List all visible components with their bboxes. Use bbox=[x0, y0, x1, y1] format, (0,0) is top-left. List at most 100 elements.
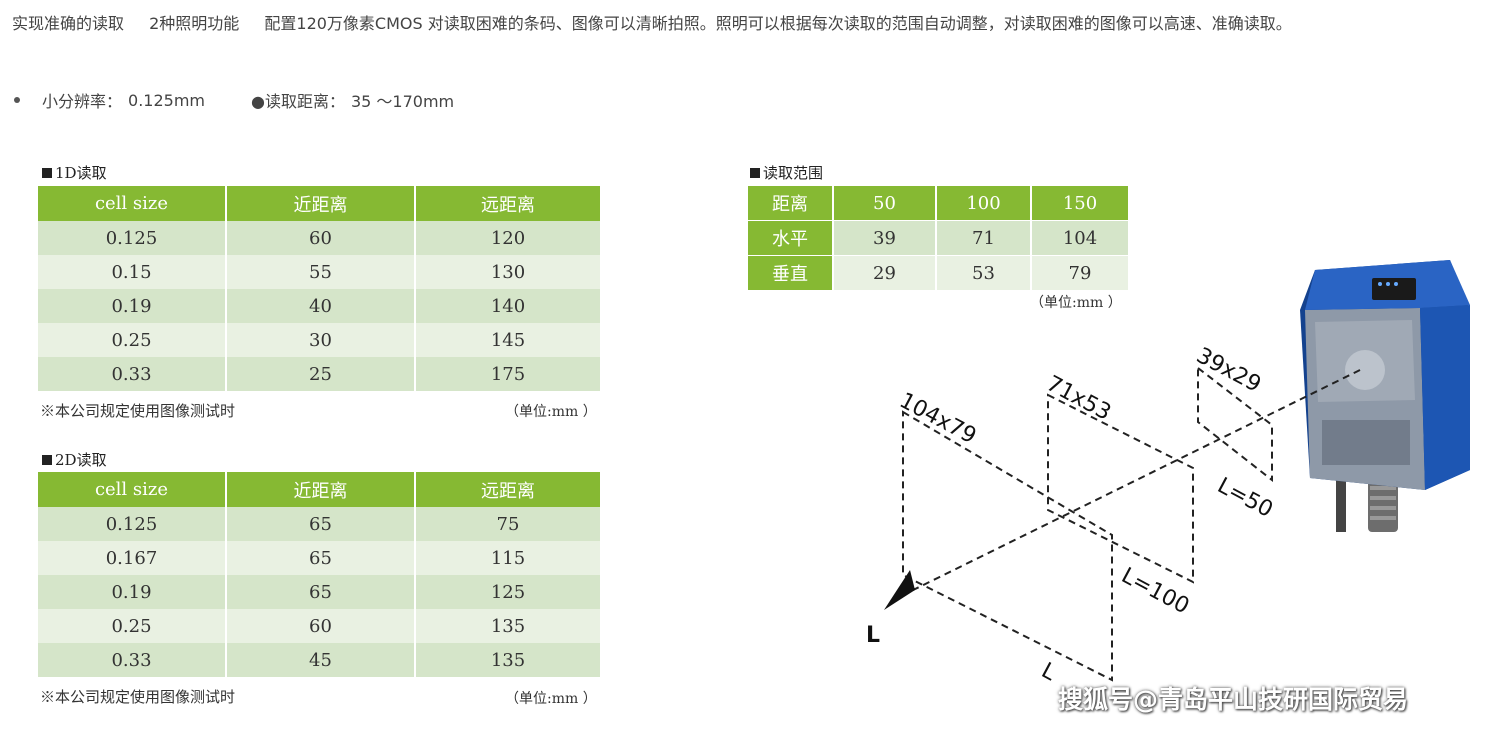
cell-near: 65 bbox=[227, 575, 416, 609]
cell-far: 125 bbox=[416, 575, 600, 609]
label-l100: L=100 bbox=[1117, 563, 1193, 619]
table-2d-unit: （单位:mm ） bbox=[505, 691, 597, 707]
range-table-title: 读取范围 bbox=[750, 162, 823, 183]
cell-far: 130 bbox=[416, 255, 600, 289]
table-row: 0.19 40 140 bbox=[38, 289, 600, 323]
resolution-value: 0.125mm bbox=[128, 90, 205, 110]
table-row: 0.125 60 120 bbox=[38, 221, 600, 255]
table-row: 0.33 25 175 bbox=[38, 357, 600, 391]
table-row: 0.167 65 115 bbox=[38, 541, 600, 575]
cell-size: 0.33 bbox=[38, 357, 227, 391]
optical-axis-line bbox=[902, 369, 1361, 596]
range-cell: 29 bbox=[834, 256, 937, 291]
table-2d-note: ※本公司规定使用图像测试时 bbox=[40, 688, 236, 706]
table-row: 0.15 55 130 bbox=[38, 255, 600, 289]
cell-size: 0.125 bbox=[38, 507, 227, 541]
range-row-header: 水平 bbox=[748, 221, 834, 256]
table-header-row: cell size 近距离 远距离 bbox=[38, 472, 600, 507]
cell-far: 135 bbox=[416, 643, 600, 677]
bullet-icon bbox=[14, 97, 20, 103]
table-1d-title: 1D读取 bbox=[42, 162, 107, 183]
cell-near: 65 bbox=[227, 507, 416, 541]
range-cell: 71 bbox=[937, 221, 1032, 256]
header-far: 远距离 bbox=[416, 472, 600, 507]
table-1d: cell size 近距离 远距离 0.125 60 120 0.15 55 1… bbox=[38, 186, 600, 391]
cell-near: 30 bbox=[227, 323, 416, 357]
table-row: 0.25 30 145 bbox=[38, 323, 600, 357]
range-cell: 53 bbox=[937, 256, 1032, 291]
table-2d: cell size 近距离 远距离 0.125 65 75 0.167 65 1… bbox=[38, 472, 600, 677]
intro-item-lighting: 2种照明功能 bbox=[149, 14, 240, 33]
range-cell: 104 bbox=[1032, 221, 1128, 256]
table-row: 0.25 60 135 bbox=[38, 609, 600, 643]
range-table-unit: （单位:mm ） bbox=[1030, 295, 1122, 311]
table-row: 0.125 65 75 bbox=[38, 507, 600, 541]
cell-near: 25 bbox=[227, 357, 416, 391]
spec-line: 小分辨率： 0.125mm ●读取距离： 35 ～170mm bbox=[14, 88, 454, 112]
table-row: 水平 39 71 104 bbox=[748, 221, 1128, 256]
square-bullet-icon bbox=[42, 168, 52, 178]
cell-near: 55 bbox=[227, 255, 416, 289]
cell-far: 135 bbox=[416, 609, 600, 643]
distance-label: ●读取距离： bbox=[251, 92, 345, 111]
table-row: 距离 50 100 150 bbox=[748, 186, 1128, 221]
range-cell: 50 bbox=[834, 186, 937, 221]
cell-size: 0.25 bbox=[38, 609, 227, 643]
resolution-label: 小分辨率： bbox=[42, 92, 123, 111]
cell-far: 120 bbox=[416, 221, 600, 255]
cell-size: 0.25 bbox=[38, 323, 227, 357]
table-1d-title-text: 1D读取 bbox=[55, 164, 107, 182]
cell-size: 0.19 bbox=[38, 575, 227, 609]
table-2d-title: 2D读取 bbox=[42, 449, 107, 470]
square-bullet-icon bbox=[42, 455, 52, 465]
label-39x29: 39x29 bbox=[1192, 343, 1265, 397]
table-1d-note: ※本公司规定使用图像测试时 bbox=[40, 402, 236, 420]
cell-far: 145 bbox=[416, 323, 600, 357]
watermark: 搜狐号@青岛平山技研国际贸易 bbox=[1058, 685, 1409, 714]
header-cell-size: cell size bbox=[38, 472, 227, 507]
range-cell: 39 bbox=[834, 221, 937, 256]
range-cell: 79 bbox=[1032, 256, 1128, 291]
range-table-title-text: 读取范围 bbox=[763, 164, 824, 182]
label-71x53: 71x53 bbox=[1042, 371, 1115, 425]
cell-size: 0.15 bbox=[38, 255, 227, 289]
header-far: 远距离 bbox=[416, 186, 600, 221]
reading-field-diagram: 104x79 71x53 39x29 L=50 L=100 L L bbox=[866, 260, 1470, 686]
label-104x79: 104x79 bbox=[895, 388, 980, 449]
table-row: 垂直 29 53 79 bbox=[748, 256, 1128, 291]
table-row: 0.33 45 135 bbox=[38, 643, 600, 677]
cell-size: 0.125 bbox=[38, 221, 227, 255]
axis-arrow-icon bbox=[884, 570, 915, 610]
frame-small bbox=[1197, 365, 1273, 483]
table-header-row: cell size 近距离 远距离 bbox=[38, 186, 600, 221]
cell-far: 140 bbox=[416, 289, 600, 323]
table-2d-title-text: 2D读取 bbox=[55, 451, 107, 469]
cell-far: 115 bbox=[416, 541, 600, 575]
intro-item-accurate: 实现准确的读取 bbox=[12, 14, 125, 33]
label-l150: L bbox=[1037, 658, 1060, 686]
range-table: 距离 50 100 150 水平 39 71 104 垂直 29 53 79 bbox=[748, 186, 1128, 291]
cell-far: 175 bbox=[416, 357, 600, 391]
cell-size: 0.167 bbox=[38, 541, 227, 575]
distance-value: 35 ～170mm bbox=[350, 92, 455, 111]
cell-near: 60 bbox=[227, 221, 416, 255]
axis-label-l: L bbox=[866, 623, 880, 648]
range-row-header: 距离 bbox=[748, 186, 834, 221]
cell-near: 40 bbox=[227, 289, 416, 323]
table-1d-unit: （单位:mm ） bbox=[505, 404, 597, 420]
range-cell: 150 bbox=[1032, 186, 1128, 221]
header-cell-size: cell size bbox=[38, 186, 227, 221]
cell-size: 0.19 bbox=[38, 289, 227, 323]
range-cell: 100 bbox=[937, 186, 1032, 221]
frame-large bbox=[902, 410, 1113, 682]
header-near: 近距离 bbox=[227, 186, 416, 221]
header-near: 近距离 bbox=[227, 472, 416, 507]
intro-text: 实现准确的读取 2种照明功能 配置120万像素CMOS 对读取困难的条码、图像可… bbox=[12, 10, 1312, 34]
cell-size: 0.33 bbox=[38, 643, 227, 677]
intro-item-cmos: 配置120万像素CMOS 对读取困难的条码、图像可以清晰拍照。照明可以根据每次读… bbox=[264, 14, 1292, 33]
table-row: 0.19 65 125 bbox=[38, 575, 600, 609]
range-row-header: 垂直 bbox=[748, 256, 834, 291]
scanner-device-icon bbox=[1300, 260, 1470, 532]
cell-far: 75 bbox=[416, 507, 600, 541]
square-bullet-icon bbox=[750, 168, 760, 178]
